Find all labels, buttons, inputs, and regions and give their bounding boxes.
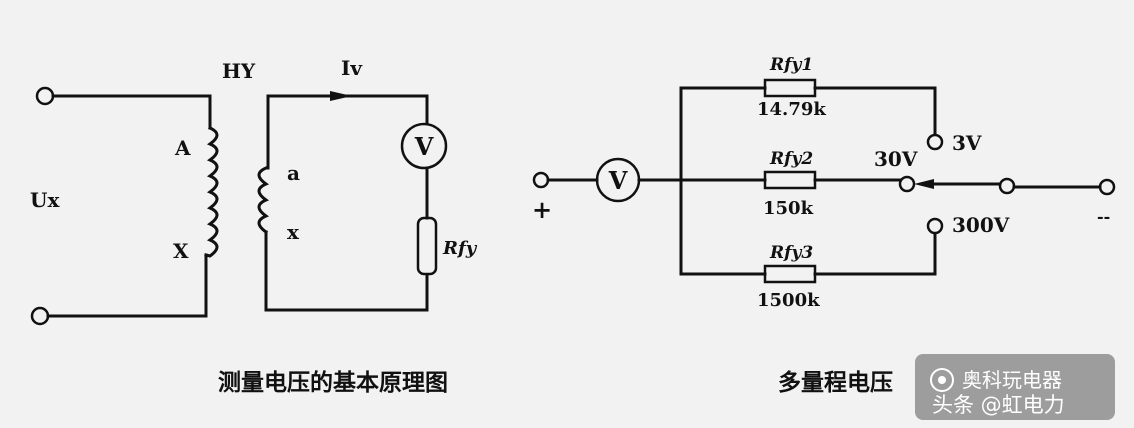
primary-wire-bottom: [46, 253, 208, 318]
voltmeter-left-label: V: [414, 132, 434, 161]
label-30v: 30V: [874, 147, 918, 171]
terminal-minus: [1098, 178, 1116, 196]
terminal-300v: [926, 217, 944, 235]
resistor-rfy3: [763, 264, 817, 284]
primary-coil: [204, 126, 219, 258]
current-arrow-icon: [330, 91, 352, 101]
watermark-line2: 头条 @虹电力: [932, 393, 1065, 417]
label-300v: 300V: [952, 213, 1010, 237]
label-minus: --: [1097, 207, 1110, 226]
label-X: X: [173, 239, 189, 263]
primary-wire-top: [51, 94, 212, 130]
right-diagram: + V -- Rfy1 14.79k Rfy2 150k Rfy3: [532, 55, 1116, 396]
label-iv: Iv: [341, 56, 363, 80]
label-rfy3: Rfy3: [769, 243, 813, 263]
selector-pivot-terminal: [998, 177, 1016, 195]
resistor-rfy2: [763, 170, 817, 190]
secondary-wire-bottom: [264, 230, 429, 312]
terminal-top-left: [35, 86, 55, 106]
label-hy: HY: [222, 59, 256, 83]
watermark-backdrop: [915, 354, 1115, 420]
label-rfy1: Rfy1: [769, 55, 813, 75]
selector-arrow-icon: [914, 179, 934, 189]
label-rfy1-value: 14.79k: [757, 99, 826, 120]
label-rfy2-value: 150k: [763, 198, 814, 219]
left-diagram: V HY Iv Ux A X a x Rfy 测量电压的基本原理图: [30, 56, 478, 396]
label-rfy: Rfy: [442, 238, 478, 259]
secondary-loop-top: [266, 94, 429, 126]
right-caption: 多量程电压: [778, 369, 893, 396]
label-plus: +: [532, 195, 552, 224]
resistor-rfy: [416, 216, 438, 276]
terminal-bottom-left: [30, 306, 50, 326]
branch3-right-wire: [813, 232, 937, 276]
label-x: x: [287, 220, 300, 244]
label-ux: Ux: [30, 188, 60, 212]
terminal-plus: [532, 171, 550, 189]
secondary-coil: [257, 166, 270, 235]
watermark-line1: 奥科玩电器: [962, 368, 1062, 392]
voltmeter-left-icon: [400, 122, 448, 170]
terminal-3v: [926, 133, 944, 151]
label-rfy2: Rfy2: [769, 149, 813, 169]
terminal-30v: [898, 175, 916, 193]
voltmeter-right-label: V: [608, 166, 628, 195]
watermark-logo-dot-icon: [938, 376, 946, 384]
label-A: A: [174, 136, 191, 160]
watermark-logo-icon: [930, 368, 954, 392]
label-rfy3-value: 1500k: [757, 290, 820, 311]
resistor-rfy1: [763, 78, 817, 98]
label-a: a: [287, 161, 300, 185]
watermark: 奥科玩电器 头条 @虹电力: [915, 354, 1115, 420]
left-caption: 测量电压的基本原理图: [218, 369, 448, 396]
label-3v: 3V: [952, 131, 982, 155]
branch1-right-wire: [813, 86, 937, 136]
